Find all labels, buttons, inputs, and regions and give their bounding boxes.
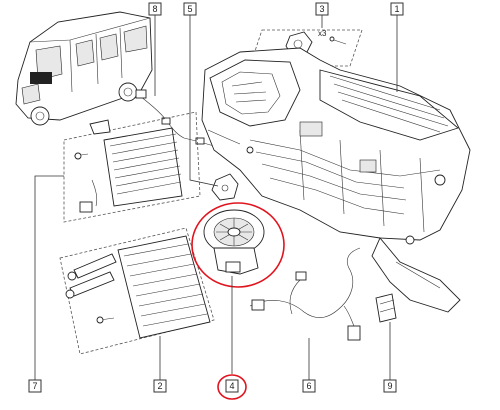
part-ref-3: 3 xyxy=(315,2,329,16)
connector-9 xyxy=(375,293,397,323)
blower-motor-4 xyxy=(203,209,265,275)
ref-4-highlight-circle xyxy=(217,374,247,400)
wiring-harness-8 xyxy=(135,89,229,151)
svg-text:7: 7 xyxy=(32,381,37,391)
quantity-note: x3 xyxy=(318,29,327,38)
hvac-housing-1 xyxy=(201,47,471,313)
part-ref-4: 4 xyxy=(225,379,239,393)
svg-text:8: 8 xyxy=(152,4,157,14)
part-ref-5: 5 xyxy=(183,2,197,16)
part-ref-1: 1 xyxy=(390,2,404,16)
part-ref-9: 9 xyxy=(383,379,397,393)
filter-group-7 xyxy=(63,111,201,223)
leader-lines xyxy=(34,15,398,380)
heater-core-2 xyxy=(59,227,215,355)
svg-text:1: 1 xyxy=(394,4,399,14)
blower-highlight-circle xyxy=(191,202,285,288)
part-ref-7: 7 xyxy=(28,379,42,393)
svg-text:5: 5 xyxy=(187,4,192,14)
resistor-5 xyxy=(207,129,241,201)
svg-text:9: 9 xyxy=(387,381,392,391)
part-ref-6: 6 xyxy=(302,379,316,393)
harness-6 xyxy=(249,247,361,341)
svg-text:4: 4 xyxy=(229,381,234,391)
van-illustration xyxy=(15,11,153,126)
svg-text:3: 3 xyxy=(319,4,324,14)
part-ref-8: 8 xyxy=(148,2,162,16)
svg-text:6: 6 xyxy=(306,381,311,391)
svg-text:2: 2 xyxy=(157,381,162,391)
part-ref-2: 2 xyxy=(153,379,167,393)
